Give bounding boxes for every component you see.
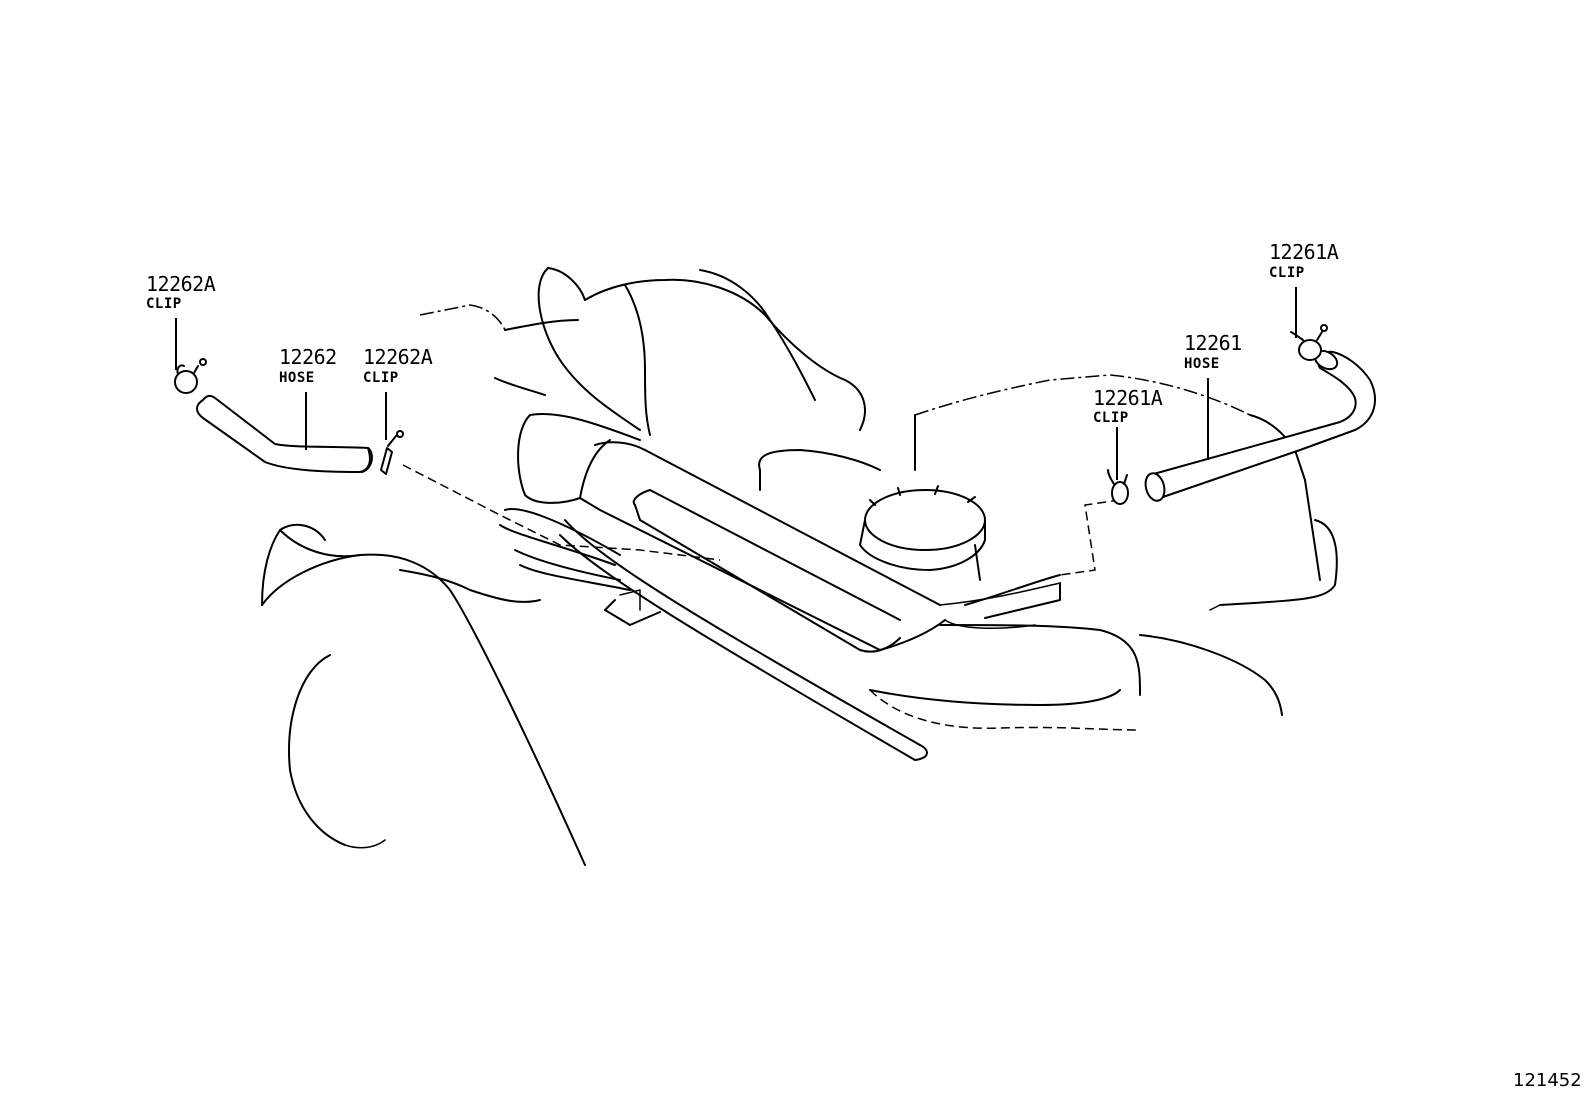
figure-id: 121452 [1513,1070,1582,1091]
leader-lines [175,287,1297,480]
clip-12262a-left[interactable] [174,358,207,394]
part-labels: 12262A CLIP 12262 HOSE 12262A CLIP 12261… [146,240,1582,1091]
label-clip-12261a-top-name: CLIP [1269,265,1305,281]
engine-outline [261,267,1338,866]
label-clip-12261a-mid-number: 12261A [1093,386,1163,410]
label-hose-12261-number: 12261 [1184,331,1242,355]
hose-12261[interactable] [1143,347,1376,503]
clip-12262a-right[interactable] [380,430,404,475]
clip-12261a-mid[interactable] [1107,469,1129,505]
label-clip-12261a-mid-name: CLIP [1093,410,1129,426]
label-hose-12262-name: HOSE [279,370,315,386]
label-hose-12261-name: HOSE [1184,356,1220,372]
label-clip-12262a-left-name: CLIP [146,296,182,312]
label-clip-12262a-left-number: 12262A [146,272,216,296]
label-hose-12262-number: 12262 [279,345,337,369]
label-clip-12262a-right-number: 12262A [363,345,433,369]
label-clip-12262a-right-name: CLIP [363,370,399,386]
hose-12262[interactable] [196,394,373,473]
label-clip-12261a-top-number: 12261A [1269,240,1339,264]
routing-lines [402,464,1121,576]
